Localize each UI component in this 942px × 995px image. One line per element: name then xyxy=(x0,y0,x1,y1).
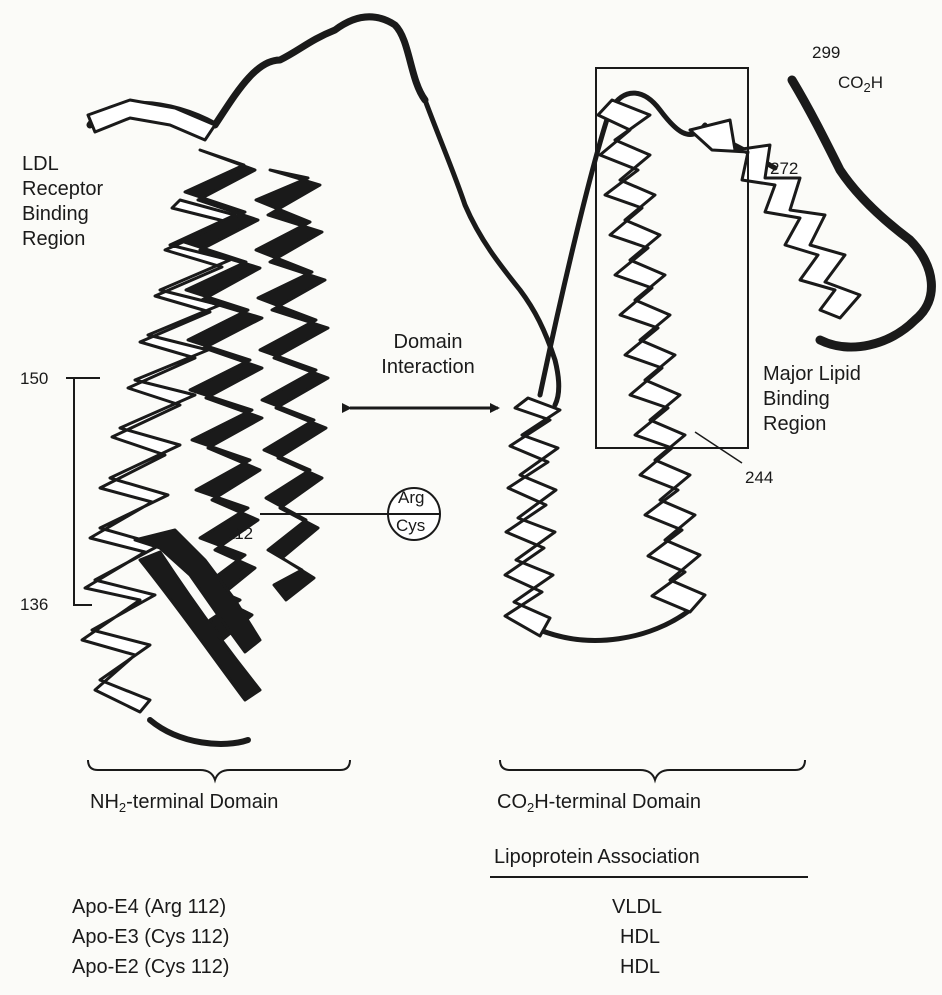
brace-co2h xyxy=(500,760,805,780)
bracket-150-136 xyxy=(66,378,100,605)
domain-interaction-label: Domain Interaction xyxy=(368,330,488,380)
residue-299-label: 299 xyxy=(812,40,840,65)
isoform-name: Apo-E3 (Cys 112) xyxy=(72,926,229,949)
arg-label: Arg xyxy=(398,488,424,508)
helix-d xyxy=(505,398,560,636)
loop-c-bottom xyxy=(540,610,690,640)
residue-112-label: 112 xyxy=(226,521,253,546)
residue-150-label: 150 xyxy=(20,366,48,391)
loop-n-bottom xyxy=(150,720,248,744)
residue-244-label: 244 xyxy=(745,465,773,490)
ldl-receptor-label: LDL Receptor Binding Region xyxy=(22,152,103,252)
co2h-domain-label: CO2H-terminal Domain xyxy=(497,790,701,820)
nh2-domain-label: NH2-terminal Domain xyxy=(90,790,278,820)
loop-c-domain-top xyxy=(540,93,705,395)
isoform-name: Apo-E4 (Arg 112) xyxy=(72,896,226,919)
residue-136-label: 136 xyxy=(20,592,48,617)
lipoprotein-value: VLDL xyxy=(612,896,662,919)
helix-c xyxy=(256,170,328,600)
brace-nh2 xyxy=(88,760,350,780)
co2h-terminus-label: CO2H xyxy=(838,70,883,100)
lipoprotein-value: HDL xyxy=(620,926,660,949)
lipoprotein-value: HDL xyxy=(620,956,660,979)
lipoprotein-association-header: Lipoprotein Association xyxy=(494,845,700,870)
helices xyxy=(82,100,860,712)
cys-label: Cys xyxy=(396,516,425,536)
residue-272-label: 272 xyxy=(770,156,798,181)
helix-top-band xyxy=(88,100,215,140)
major-lipid-label: Major Lipid Binding Region xyxy=(763,362,861,437)
helix-e xyxy=(598,100,705,612)
isoform-name: Apo-E2 (Cys 112) xyxy=(72,956,229,979)
